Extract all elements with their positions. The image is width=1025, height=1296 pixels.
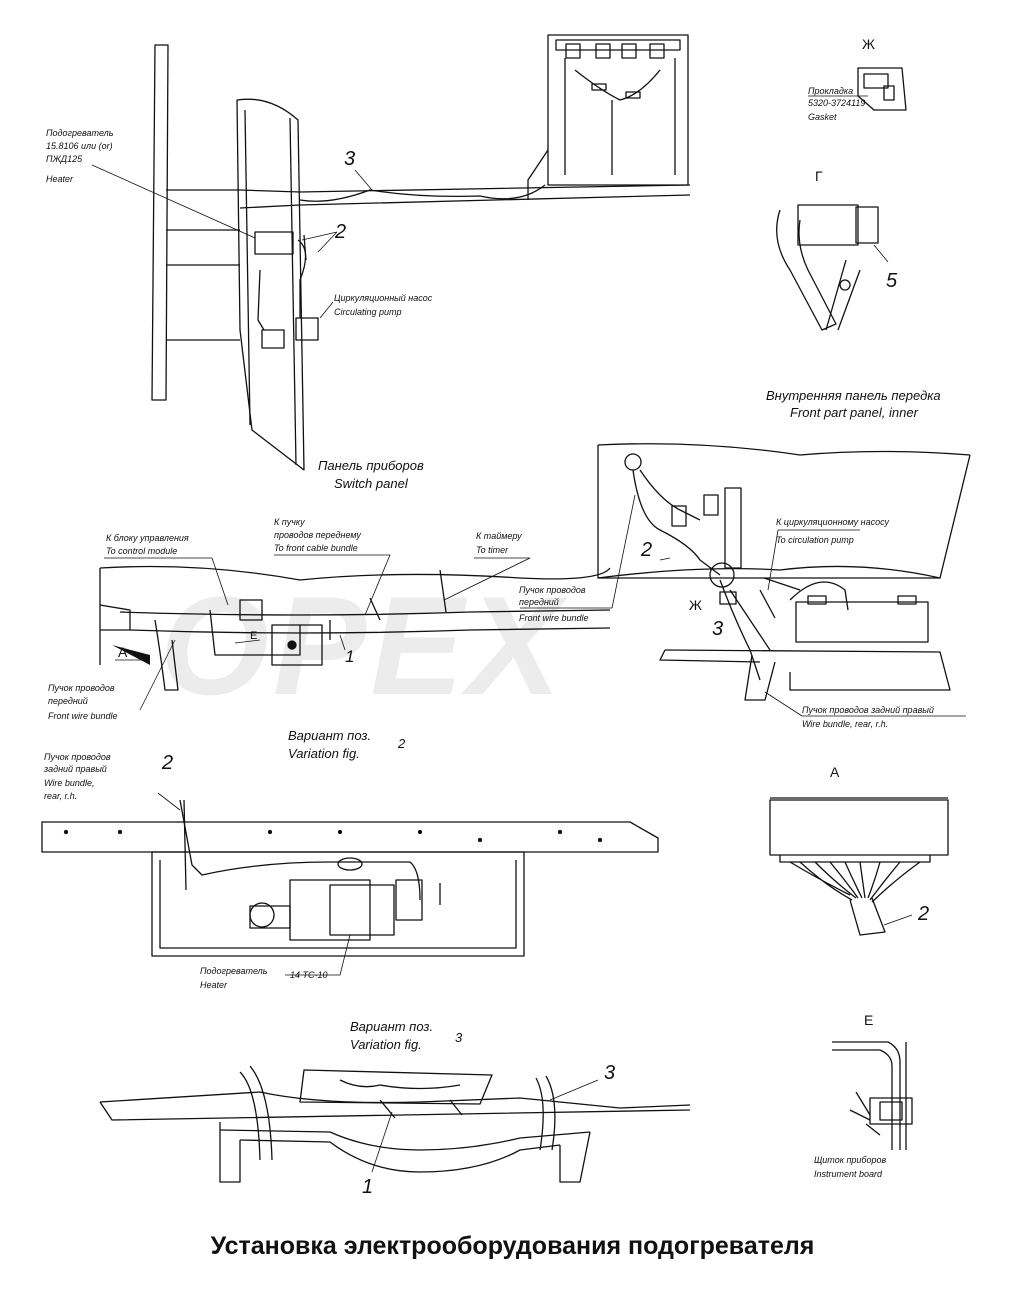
switch-panel-label-en: Switch panel bbox=[334, 476, 408, 491]
control-module-label-en: To control module bbox=[106, 546, 178, 556]
variation-3-label-en: Variation fig. bbox=[350, 1037, 422, 1052]
heater-top-code2: ПЖД125 bbox=[46, 154, 83, 164]
heater-bottom-label-ru: Подогреватель bbox=[200, 966, 268, 976]
view-g bbox=[776, 204, 889, 331]
view-a-label: А bbox=[830, 764, 840, 780]
view-zh-label: Ж bbox=[862, 36, 875, 52]
timer-label-en: To timer bbox=[476, 545, 509, 555]
callout-1-bottom: 1 bbox=[362, 1176, 374, 1198]
rear2-label-en2: rear, r.h. bbox=[44, 791, 78, 801]
front-wire-left-ru2: передний bbox=[48, 696, 88, 706]
front-wire-right-en: Front wire bundle bbox=[519, 613, 589, 623]
variation-2-label-ru: Вариант поз. bbox=[288, 728, 372, 743]
rear2-label-en1: Wire bundle, bbox=[44, 778, 95, 788]
heater-top-code: 15.8106 или (or) bbox=[46, 141, 113, 151]
front-wire-left-ru1: Пучок проводов bbox=[48, 683, 115, 693]
callout-2-top: 2 bbox=[335, 221, 347, 243]
top-leaders bbox=[91, 164, 373, 319]
inner-front-panel-assembly bbox=[597, 443, 971, 701]
switch-panel-label-ru: Панель приборов bbox=[318, 458, 424, 473]
view-e-mark: Е bbox=[250, 630, 258, 642]
gasket-code: 5320-3724119 bbox=[808, 98, 866, 108]
callout-2-mid: 2 bbox=[641, 539, 653, 561]
view-e bbox=[832, 1041, 913, 1150]
view-zh-gasket bbox=[808, 67, 907, 111]
callout-1-mid: 1 bbox=[345, 647, 355, 666]
heater-bottom-label-en: Heater bbox=[200, 980, 228, 990]
page-title: Установка электрооборудования подогреват… bbox=[210, 1232, 815, 1260]
gasket-label-ru: Прокладка bbox=[808, 86, 854, 96]
instrument-board-label-ru: Щиток приборов bbox=[814, 1155, 887, 1165]
rear2-label-ru2: задний правый bbox=[44, 764, 107, 774]
timer-label-ru: К таймеру bbox=[476, 531, 522, 541]
heater-top-label-ru: Подогреватель bbox=[46, 128, 114, 138]
callout-3-top: 3 bbox=[344, 148, 356, 170]
variation-2-assembly bbox=[41, 799, 659, 957]
front-wire-right-ru1: Пучок проводов bbox=[519, 585, 586, 595]
view-a-mark: А bbox=[118, 644, 128, 660]
view-zh-mark: Ж bbox=[689, 597, 702, 613]
inner-panel-label-ru: Внутренняя панель передка bbox=[766, 388, 941, 403]
variation-3-label-ru: Вариант поз. bbox=[350, 1019, 434, 1034]
view-g-label: Г bbox=[815, 168, 823, 184]
variation-3-num: 3 bbox=[455, 1030, 463, 1045]
heater-bottom-code: 14 ТС-10 bbox=[290, 970, 328, 980]
control-module-label-ru: К блоку управления bbox=[106, 533, 189, 543]
callout-3-mid: 3 bbox=[712, 618, 724, 640]
instrument-board-label-en: Instrument board bbox=[814, 1169, 883, 1179]
callout-2-view-a: 2 bbox=[918, 903, 930, 925]
inner-panel-label-en: Front part panel, inner bbox=[790, 405, 918, 420]
heater-top-label-en: Heater bbox=[46, 174, 74, 184]
callout-3-bottom: 3 bbox=[604, 1062, 616, 1084]
front-cable-label-ru1: К пучку bbox=[274, 517, 305, 527]
front-cable-label-en: To front cable bundle bbox=[274, 543, 358, 553]
circ-pump-label-en: To circulation pump bbox=[776, 535, 854, 545]
inner-panel-leaders bbox=[520, 494, 966, 717]
circ-pump-label-ru: К циркуляционному насосу bbox=[776, 517, 889, 527]
view-e-label: Е bbox=[864, 1012, 874, 1028]
top-heater-assembly bbox=[151, 44, 691, 471]
rear-rh-label-ru: Пучок проводов задний правый bbox=[802, 705, 934, 715]
watermark: OPEX bbox=[160, 567, 566, 724]
rear2-label-ru1: Пучок проводов bbox=[44, 752, 111, 762]
pump-label-ru: Циркуляционный насос bbox=[334, 293, 433, 303]
view-a bbox=[769, 797, 949, 936]
pump-label-en: Circulating pump bbox=[334, 307, 402, 317]
variation-2-label-en: Variation fig. bbox=[288, 746, 360, 761]
cab-module-box bbox=[527, 34, 689, 200]
switch-panel-leaders bbox=[104, 554, 531, 711]
variation-2-leaders bbox=[157, 792, 351, 976]
gasket-label-en: Gasket bbox=[808, 112, 837, 122]
callout-5: 5 bbox=[886, 270, 898, 292]
rear-rh-label-en: Wire bundle, rear, r.h. bbox=[802, 719, 889, 729]
variation-3-assembly bbox=[99, 1065, 691, 1183]
callout-2-variation: 2 bbox=[162, 752, 174, 774]
front-cable-label-ru2: проводов переднему bbox=[274, 530, 361, 540]
switch-panel-assembly bbox=[99, 565, 611, 691]
front-wire-left-en: Front wire bundle bbox=[48, 711, 118, 721]
front-wire-right-ru2: передний bbox=[519, 597, 559, 607]
variation-2-num: 2 bbox=[398, 736, 406, 751]
variation-3-leaders bbox=[371, 1079, 599, 1173]
